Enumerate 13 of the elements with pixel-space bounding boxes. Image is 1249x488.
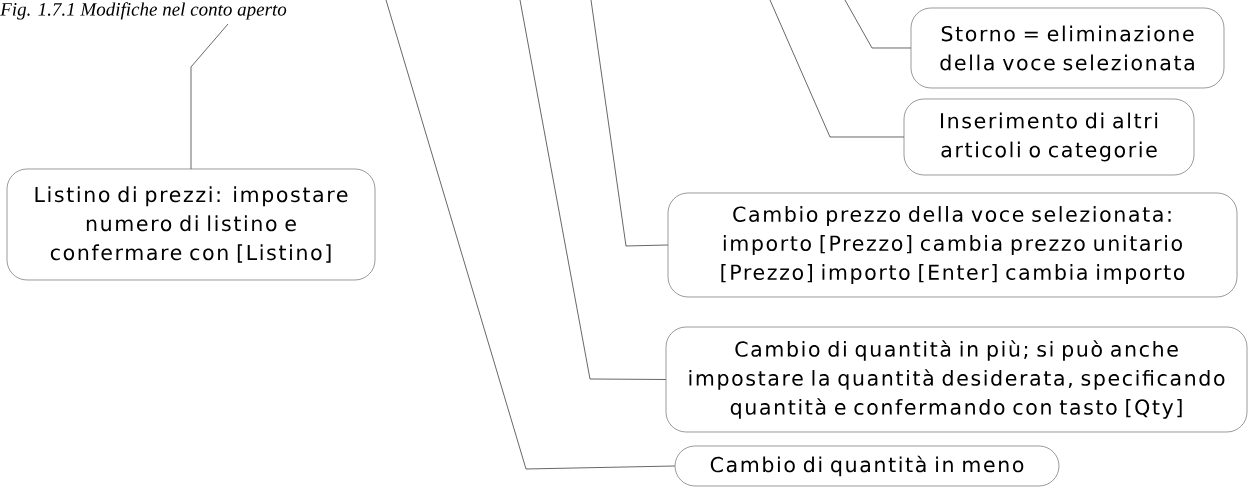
leader-line bbox=[190, 23, 229, 170]
leader-line bbox=[519, 0, 667, 380]
callout-box: Inserimento di altri articoli o categorie bbox=[903, 98, 1195, 176]
leader-line bbox=[385, 0, 676, 470]
caption: Fig. 1.7.1 Modifiche nel conto aperto bbox=[0, 2, 287, 20]
callout-box: Cambio di quantità in meno bbox=[674, 445, 1060, 487]
callout-box: Cambio di quantità in più; si può anche impostare la quantità desiderata, specificando quantità e confermando con tasto [Qty] bbox=[665, 326, 1248, 433]
leader-line bbox=[590, 0, 669, 247]
callout-box: Listino di prezzi: impostare numero di listino e confermare con [Listino] bbox=[6, 168, 376, 281]
callout-box: Storno = eliminazione della voce selezionata bbox=[910, 7, 1225, 89]
callout-box: Cambio prezzo della voce selezionata: importo [Prezzo] cambia prezzo unitario [Prezzo] importo [Enter] cambia importo bbox=[667, 192, 1238, 298]
leader-line bbox=[844, 0, 912, 49]
leader-line bbox=[769, 0, 905, 138]
